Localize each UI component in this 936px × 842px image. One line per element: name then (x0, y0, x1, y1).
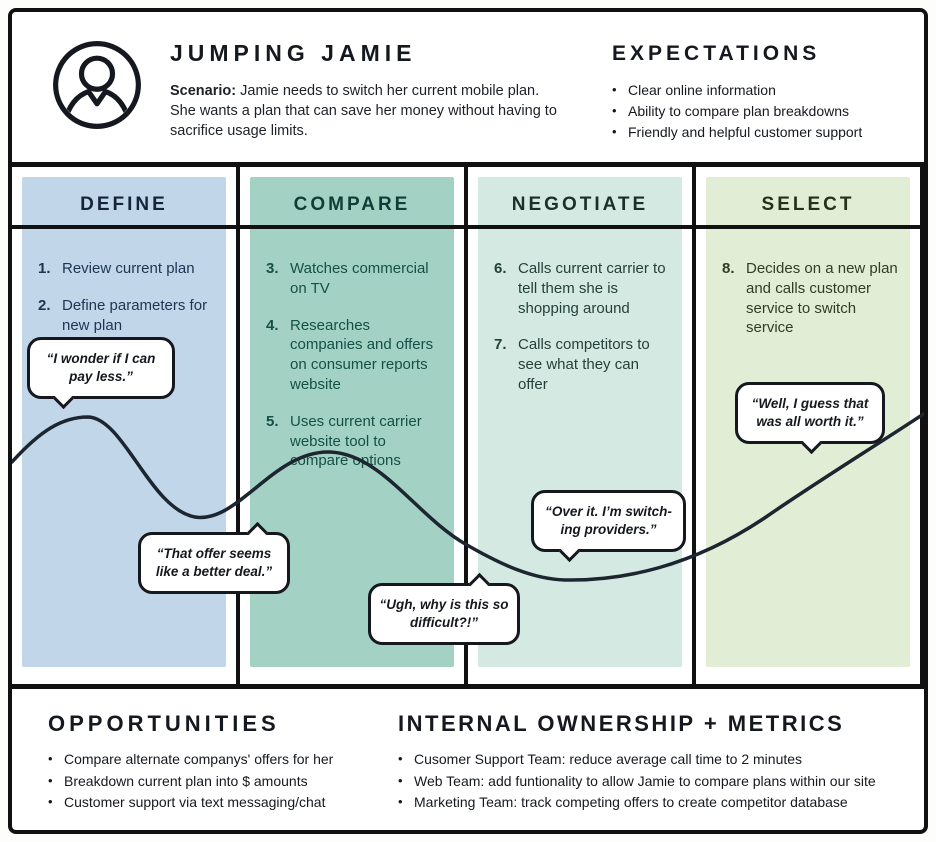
phase-steps: 8. Decides on a new plan and calls custom… (706, 229, 910, 338)
persona-scenario: Scenario: Jamie needs to switch her curr… (170, 81, 562, 141)
journey-step: 8. Decides on a new plan and calls custom… (722, 259, 900, 338)
step-text: Calls competitors to see what they can o… (518, 336, 650, 393)
bullet-icon: • (612, 103, 617, 118)
journey-band: DEFINE 1. Review current plan 2. Define pa… (12, 167, 924, 684)
step-number: 2. (38, 296, 51, 314)
bottom-section: OPPORTUNITIES • Compare alternate company… (12, 689, 924, 815)
expectations-list: • Clear online information • Ability to co… (612, 80, 912, 143)
quote-bubble-5: “Well, I guess that was all worth it.” (735, 382, 885, 455)
expectations-section: EXPECTATIONS • Clear online information •… (612, 42, 912, 143)
phase-steps: 6. Calls current carrier to tell them she… (478, 229, 682, 395)
journey-step: 4. Researches companies and offers on con… (266, 316, 444, 395)
persona-avatar-icon (53, 41, 141, 129)
list-item: • Ability to compare plan breakdowns (612, 101, 912, 122)
band-bottom-divider (12, 684, 924, 689)
bullet-icon: • (48, 794, 53, 810)
quote-text: “Well, I guess that was all worth it.” (751, 396, 869, 430)
opportunities-section: OPPORTUNITIES • Compare alternate company… (48, 711, 396, 814)
quote-bubble-4: “Over it. I’m switch-ing providers.” (531, 490, 686, 563)
persona-name: JUMPING JAMIE (170, 40, 417, 66)
phase-title-define: DEFINE (80, 194, 168, 215)
step-text: Researches companies and offers on consu… (290, 316, 434, 393)
quote-bubble-2: “That offer seems like a better deal.” (138, 521, 290, 595)
expectation-text: Friendly and helpful customer support (628, 124, 863, 140)
phase-steps: 1. Review current plan 2. Define parameter… (22, 229, 226, 335)
journey-step: 3. Watches commercial on TV (266, 259, 444, 299)
expectation-text: Clear online information (628, 82, 776, 98)
bullet-icon: • (398, 794, 403, 810)
journey-step: 1. Review current plan (38, 259, 216, 279)
ownership-text: Web Team: add funtionality to allow Jami… (414, 772, 876, 789)
ownership-section: INTERNAL OWNERSHIP + METRICS • Cusomer Su… (396, 711, 910, 814)
opportunity-text: Breakdown current plan into $ amounts (64, 772, 308, 789)
quote-text: “That offer seems like a better deal.” (155, 546, 273, 580)
phase-column-define: DEFINE 1. Review current plan 2. Define pa… (12, 167, 240, 684)
journey-step: 6. Calls current carrier to tell them she… (494, 259, 672, 318)
quote-text: “I wonder if I can pay less.” (46, 351, 156, 385)
bullet-icon: • (48, 751, 53, 766)
quote-bubble-3: “Ugh, why is this so difficult?!” (368, 572, 520, 646)
opportunities-title: OPPORTUNITIES (48, 711, 280, 736)
list-item: • Friendly and helpful customer support (612, 122, 912, 143)
expectations-title: EXPECTATIONS (612, 42, 821, 65)
quote-text: “Ugh, why is this so difficult?!” (379, 597, 509, 631)
bullet-icon: • (612, 124, 617, 139)
phase-steps: 3. Watches commercial on TV 4. Researches … (250, 229, 454, 471)
quote-bubble-1: “I wonder if I can pay less.” (27, 337, 175, 410)
ownership-text: Cusomer Support Team: reduce average cal… (414, 751, 803, 767)
quote-text: “Over it. I’m switch-ing providers.” (545, 504, 672, 538)
map-frame: JUMPING JAMIE Scenario: Jamie needs to s… (8, 8, 928, 834)
persona-title-block: JUMPING JAMIE Scenario: Jamie needs to s… (170, 40, 570, 141)
bullet-icon: • (48, 772, 53, 788)
step-number: 5. (266, 412, 279, 430)
step-number: 7. (494, 336, 507, 354)
scenario-text: Jamie needs to switch her current mobile… (170, 83, 557, 139)
list-item: • Compare alternate companys' offers for … (48, 749, 396, 771)
phase-title-negotiate: NEGOTIATE (511, 194, 649, 215)
persona-header: JUMPING JAMIE Scenario: Jamie needs to s… (12, 12, 924, 162)
bullet-icon: • (398, 751, 403, 766)
step-text: Define parameters for new plan (62, 296, 208, 334)
step-number: 1. (38, 260, 51, 277)
ownership-text: Marketing Team: track competing offers t… (414, 794, 848, 811)
step-text: Review current plan (62, 260, 195, 277)
step-text: Decides on a new plan and calls customer… (746, 260, 898, 337)
list-item: • Marketing Team: track competing offers … (398, 792, 910, 814)
step-text: Uses current carrier website tool to com… (290, 412, 422, 470)
step-number: 3. (266, 260, 279, 277)
expectation-text: Ability to compare plan breakdowns (628, 103, 850, 119)
phase-title-compare: COMPARE (293, 194, 411, 215)
scenario-label: Scenario: (170, 83, 237, 99)
phase-header-divider (12, 225, 924, 229)
bullet-icon: • (612, 82, 617, 97)
step-number: 8. (722, 260, 735, 277)
ownership-title: INTERNAL OWNERSHIP + METRICS (398, 711, 845, 736)
opportunity-text: Compare alternate companys' offers for h… (64, 751, 334, 767)
list-item: • Breakdown current plan into $ amounts (48, 771, 396, 793)
step-number: 4. (266, 316, 279, 334)
list-item: • Cusomer Support Team: reduce average ca… (398, 749, 910, 771)
phase-title-select: SELECT (761, 194, 855, 215)
list-item: • Customer support via text messaging/cha… (48, 792, 396, 814)
list-item: • Web Team: add funtionality to allow Jam… (398, 771, 910, 793)
step-text: Calls current carrier to tell them she i… (518, 260, 666, 317)
ownership-list: • Cusomer Support Team: reduce average ca… (398, 749, 910, 814)
bullet-icon: • (398, 772, 403, 788)
step-text: Watches commercial on TV (290, 260, 429, 297)
journey-step: 2. Define parameters for new plan (38, 296, 216, 336)
opportunities-list: • Compare alternate companys' offers for … (48, 749, 396, 814)
header-divider (12, 162, 924, 167)
opportunity-text: Customer support via text messaging/chat (64, 794, 326, 811)
journey-step: 7. Calls competitors to see what they can… (494, 335, 672, 394)
journey-step: 5. Uses current carrier website tool to c… (266, 412, 444, 471)
list-item: • Clear online information (612, 80, 912, 101)
step-number: 6. (494, 260, 507, 277)
